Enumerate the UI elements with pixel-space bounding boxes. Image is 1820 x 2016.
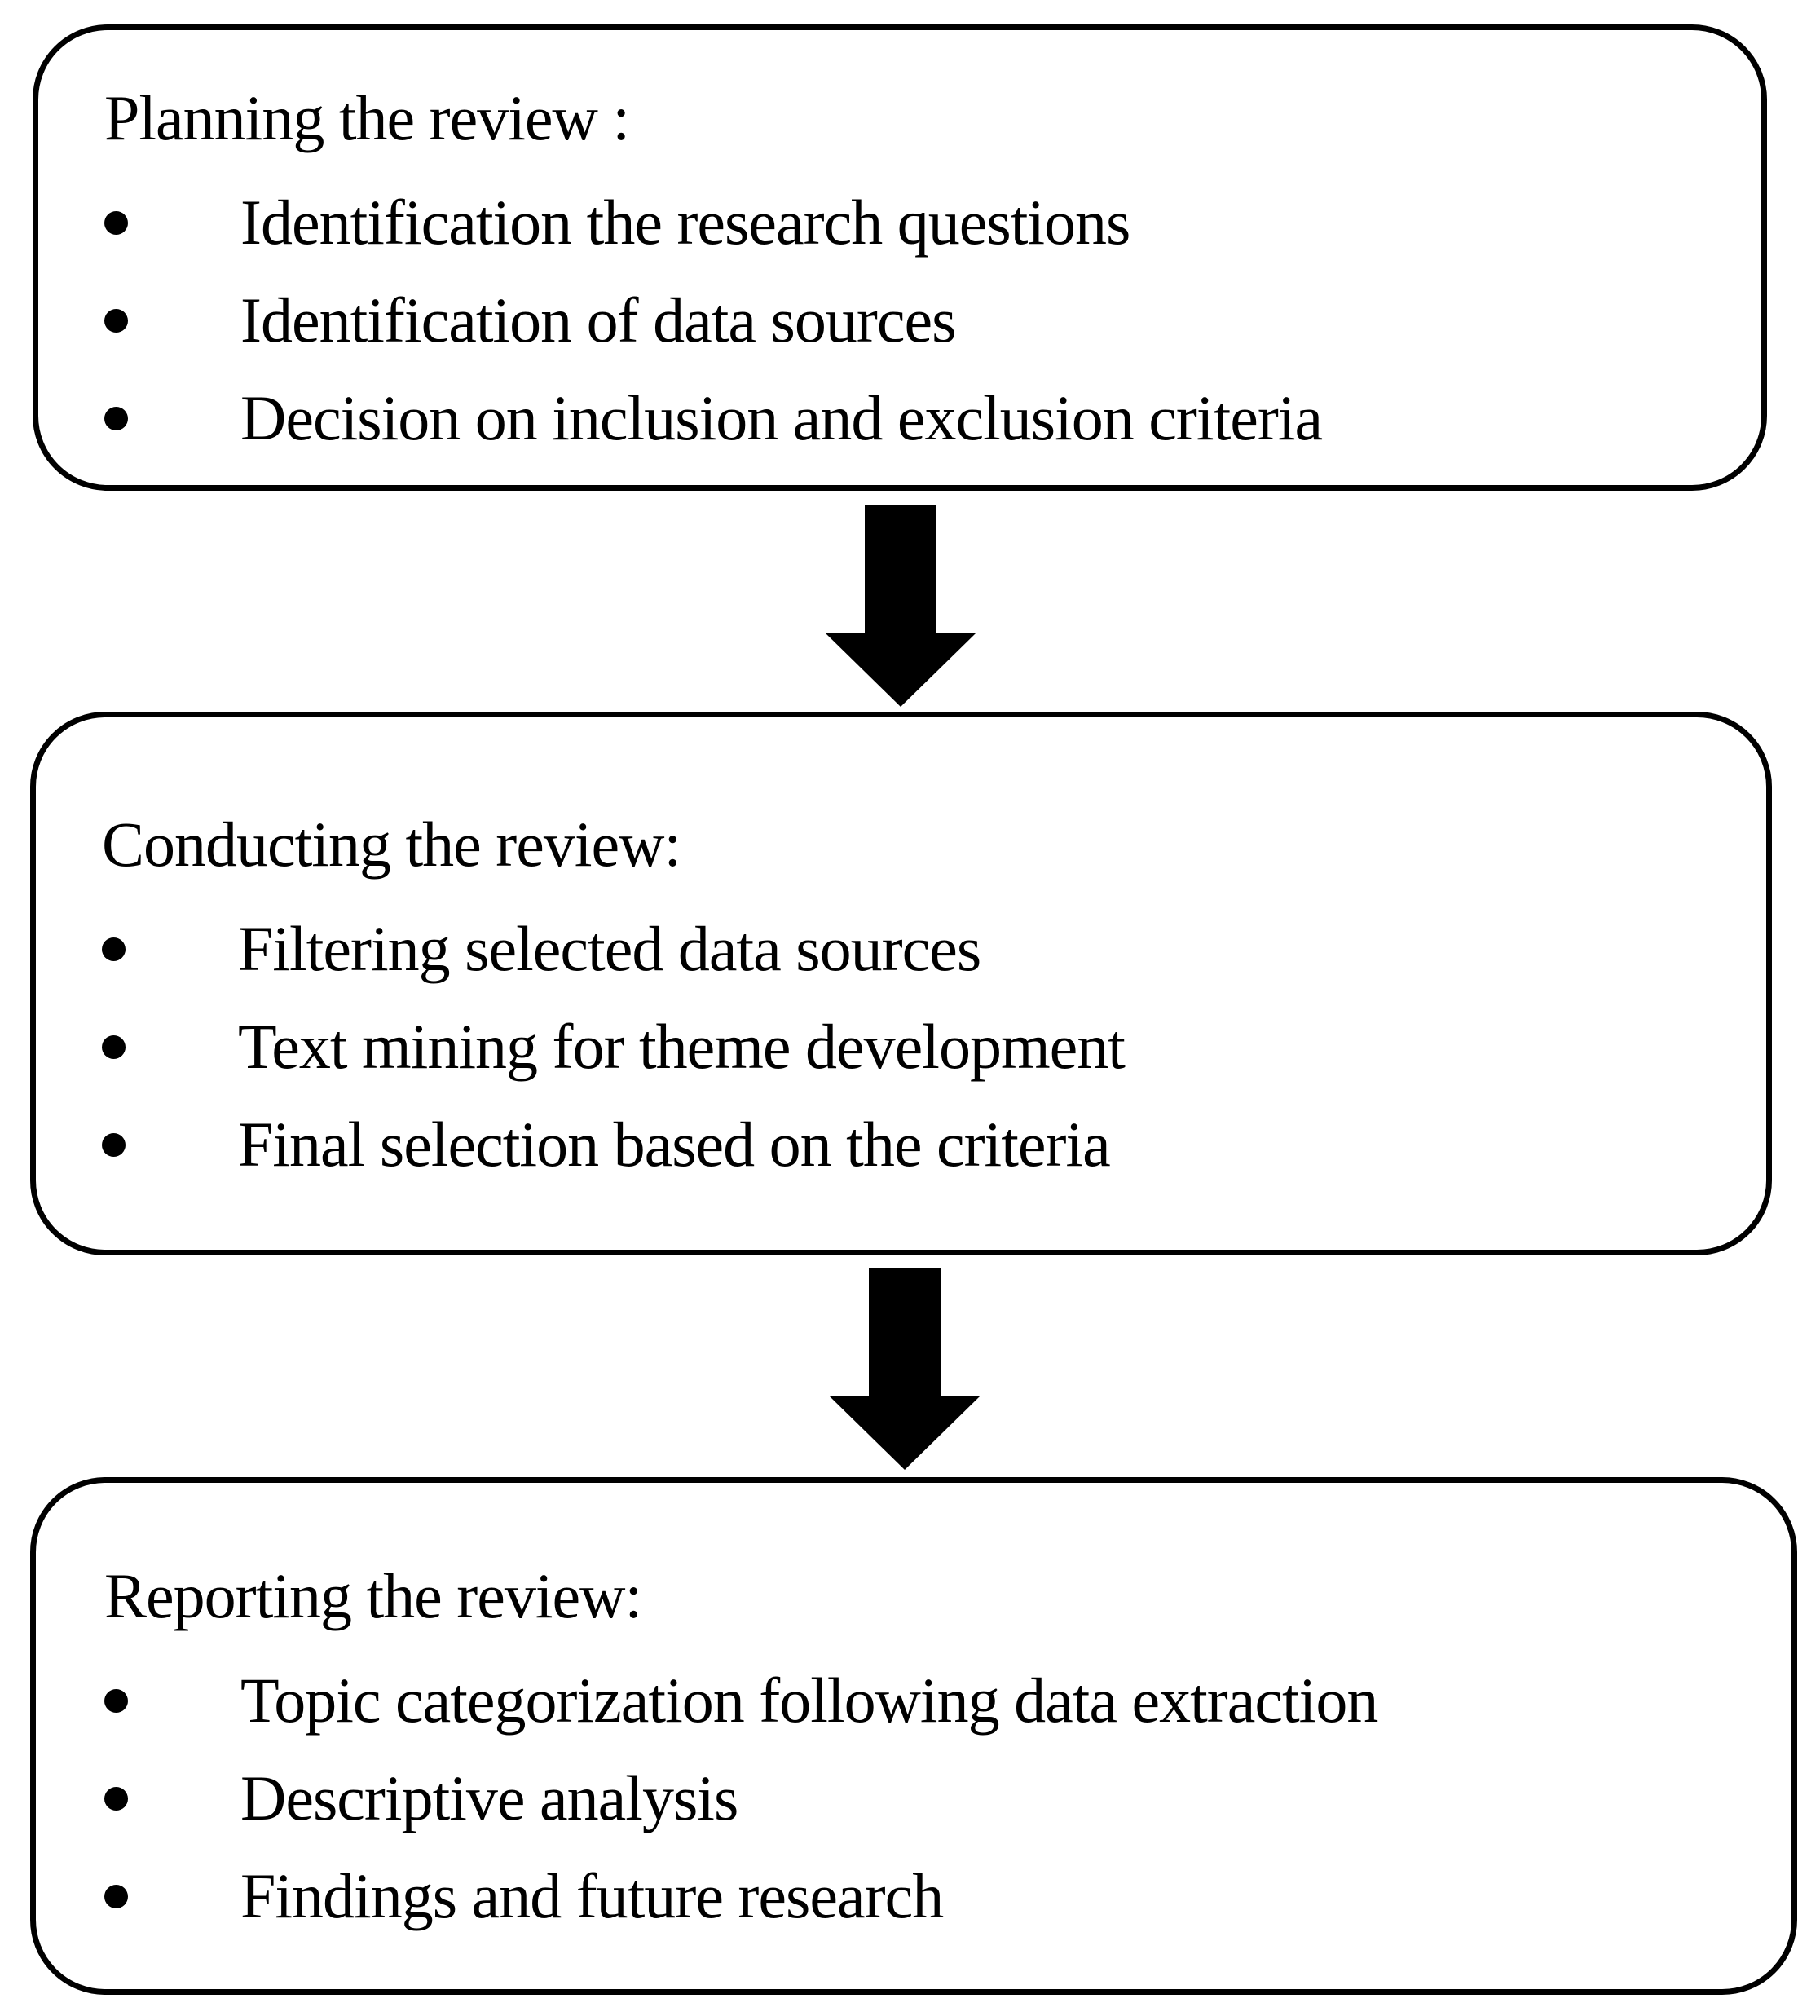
stage-box-conducting: Conducting the review: Filtering selecte… — [30, 712, 1772, 1255]
bullet-dot-icon — [104, 210, 128, 235]
bullet-dot-icon — [102, 937, 126, 961]
stage-title-conducting: Conducting the review: — [102, 809, 681, 880]
arrow-head — [826, 633, 976, 707]
bullet-item: Decision on inclusion and exclusion crit… — [104, 369, 1737, 467]
bullet-item: Descriptive analysis — [104, 1749, 1767, 1847]
stage-title-reporting: Reporting the review: — [104, 1560, 642, 1631]
bullet-dot-icon — [102, 1132, 126, 1157]
bullet-dot-icon — [104, 406, 128, 430]
bullet-list-planning: Identification the research questions Id… — [104, 174, 1737, 467]
bullet-item: Final selection based on the criteria — [102, 1096, 1742, 1193]
stage-title-planning: Planning the review : — [104, 82, 630, 153]
arrow-head — [830, 1396, 980, 1470]
bullet-label: Identification the research questions — [240, 187, 1130, 258]
stage-box-planning: Planning the review : Identification the… — [33, 24, 1767, 491]
bullet-dot-icon — [104, 1786, 128, 1811]
bullet-item: Text mining for theme development — [102, 998, 1742, 1096]
bullet-item: Topic categorization following data extr… — [104, 1652, 1767, 1749]
bullet-dot-icon — [104, 1884, 128, 1908]
bullet-dot-icon — [102, 1034, 126, 1059]
bullet-label: Final selection based on the criteria — [238, 1109, 1111, 1180]
down-arrow-icon — [830, 1268, 980, 1470]
bullet-label: Identification of data sources — [240, 285, 956, 355]
bullet-item: Identification of data sources — [104, 271, 1737, 369]
bullet-item: Identification the research questions — [104, 174, 1737, 271]
bullet-item: Findings and future research — [104, 1847, 1767, 1945]
bullet-label: Decision on inclusion and exclusion crit… — [240, 382, 1323, 453]
stage-box-reporting: Reporting the review: Topic categorizati… — [30, 1477, 1797, 1995]
bullet-label: Descriptive analysis — [240, 1762, 738, 1833]
bullet-dot-icon — [104, 1688, 128, 1713]
bullet-label: Text mining for theme development — [238, 1011, 1126, 1082]
bullet-list-reporting: Topic categorization following data extr… — [104, 1652, 1767, 1945]
bullet-dot-icon — [104, 308, 128, 333]
bullet-label: Filtering selected data sources — [238, 913, 981, 984]
arrow-shaft — [869, 1268, 941, 1396]
bullet-label: Topic categorization following data extr… — [240, 1665, 1378, 1736]
bullet-item: Filtering selected data sources — [102, 900, 1742, 998]
down-arrow-icon — [826, 505, 976, 707]
bullet-list-conducting: Filtering selected data sources Text min… — [102, 900, 1742, 1193]
arrow-shaft — [865, 505, 936, 633]
bullet-label: Findings and future research — [240, 1860, 944, 1931]
